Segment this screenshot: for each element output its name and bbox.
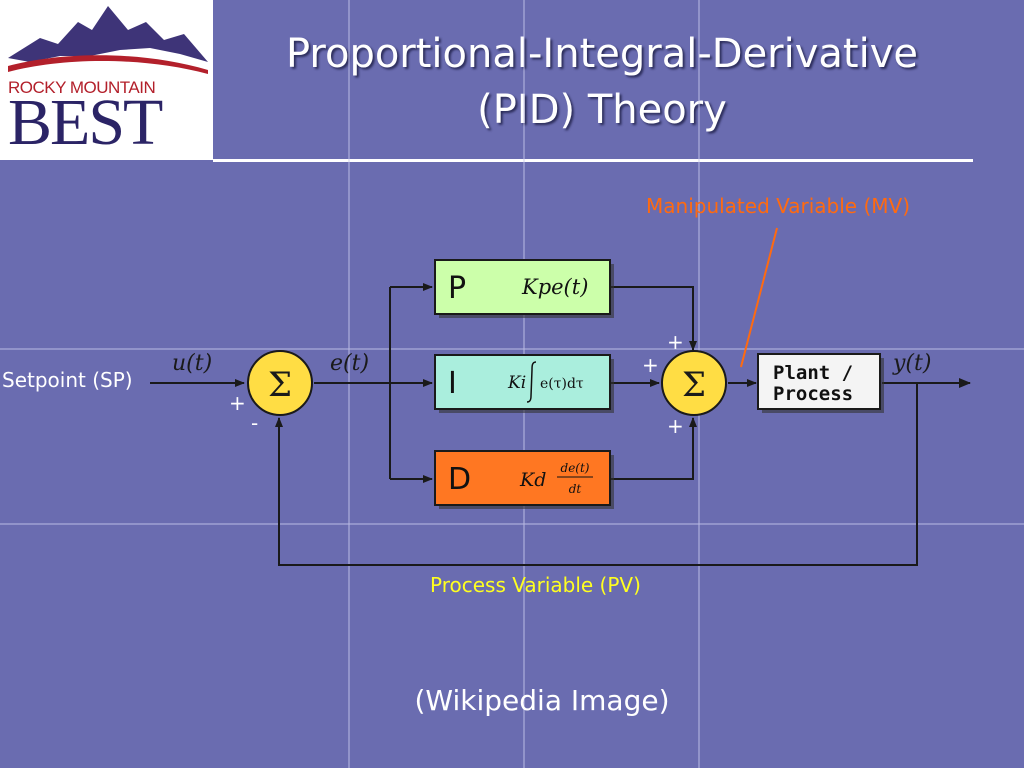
i-block-integrand: e(τ)dτ: [540, 376, 584, 392]
i-block-letter: I: [448, 366, 457, 401]
logo-text-rocky-mountain: ROCKY MOUNTAIN: [8, 78, 156, 97]
sigma-symbol: Σ: [682, 365, 706, 405]
sum2-left-plus-sign: +: [642, 353, 659, 377]
title-divider: [213, 159, 973, 162]
sum-node-error: Σ: [247, 350, 313, 416]
title-line-1: Proportional-Integral-Derivative: [285, 31, 918, 77]
i-block: I Ki e(τ)dτ: [434, 354, 614, 413]
mountain-logo-icon: [8, 6, 208, 74]
image-caption: (Wikipedia Image): [414, 684, 670, 717]
feedback-wire: [275, 383, 918, 566]
d-block-letter: D: [448, 462, 471, 497]
mv-pointer-line: [740, 227, 778, 368]
d-block-gain: Kd: [519, 469, 546, 491]
d-block-numerator: de(t): [561, 461, 590, 475]
plant-label-line-2: Process: [773, 383, 853, 405]
sum1-plus-sign: +: [229, 391, 246, 415]
manipulated-variable-label: Manipulated Variable (MV): [646, 194, 911, 218]
p-block: P Kpe(t): [434, 259, 614, 318]
p-output-wire: [610, 286, 697, 351]
d-block-denominator: dt: [569, 482, 582, 496]
integral-sign-icon: [526, 361, 537, 403]
process-variable-label: Process Variable (PV): [430, 573, 641, 597]
output-signal-label: y(t): [892, 351, 931, 376]
logo-text-best: BEST: [8, 86, 163, 159]
signal-wires: [150, 283, 971, 566]
sum-node-output: Σ: [661, 350, 727, 416]
d-block: D Kd de(t) dt: [434, 450, 614, 509]
title-line-2: (PID) Theory: [477, 87, 727, 133]
error-signal-label: e(t): [330, 351, 369, 376]
setpoint-signal-label: u(t): [172, 351, 212, 376]
sum1-minus-sign: -: [251, 411, 258, 435]
i-block-gain: Ki: [507, 373, 526, 393]
p-block-expression: Kpe(t): [521, 275, 588, 299]
plant-label-line-1: Plant /: [773, 362, 853, 384]
d-output-wire: [610, 417, 697, 480]
sum2-top-plus-sign: +: [667, 330, 684, 354]
rocky-mountain-best-logo: ROCKY MOUNTAIN BEST: [0, 0, 213, 160]
p-block-letter: P: [448, 271, 466, 306]
plant-process-block: Plant / Process: [757, 353, 884, 413]
page-title: Proportional-Integral-Derivative (PID) T…: [213, 26, 991, 138]
sum2-bottom-plus-sign: +: [667, 414, 684, 438]
sigma-symbol: Σ: [268, 365, 292, 405]
setpoint-label: Setpoint (SP): [2, 368, 133, 392]
